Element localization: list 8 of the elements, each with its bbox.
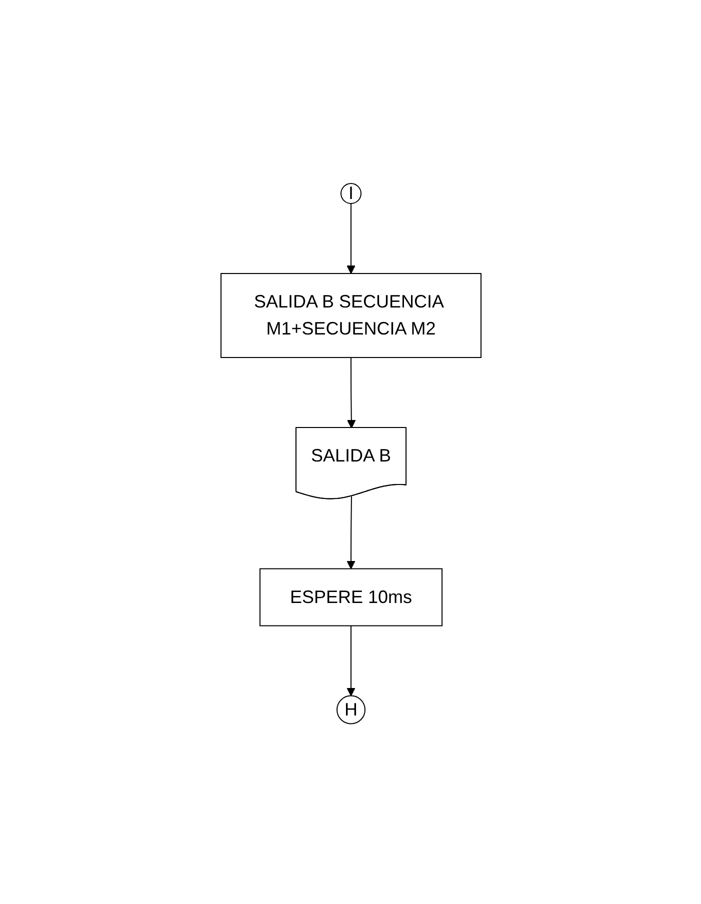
node-circle: H [336,695,365,724]
node-circle: I [340,183,361,204]
node-box: SALIDA B SECUENCIA M1+SECUENCIA M2 [220,273,481,358]
arrow [346,203,355,274]
arrow [346,357,356,429]
arrow [346,496,355,570]
arrow [346,625,355,696]
node-box: ESPERE 10ms [258,568,442,626]
